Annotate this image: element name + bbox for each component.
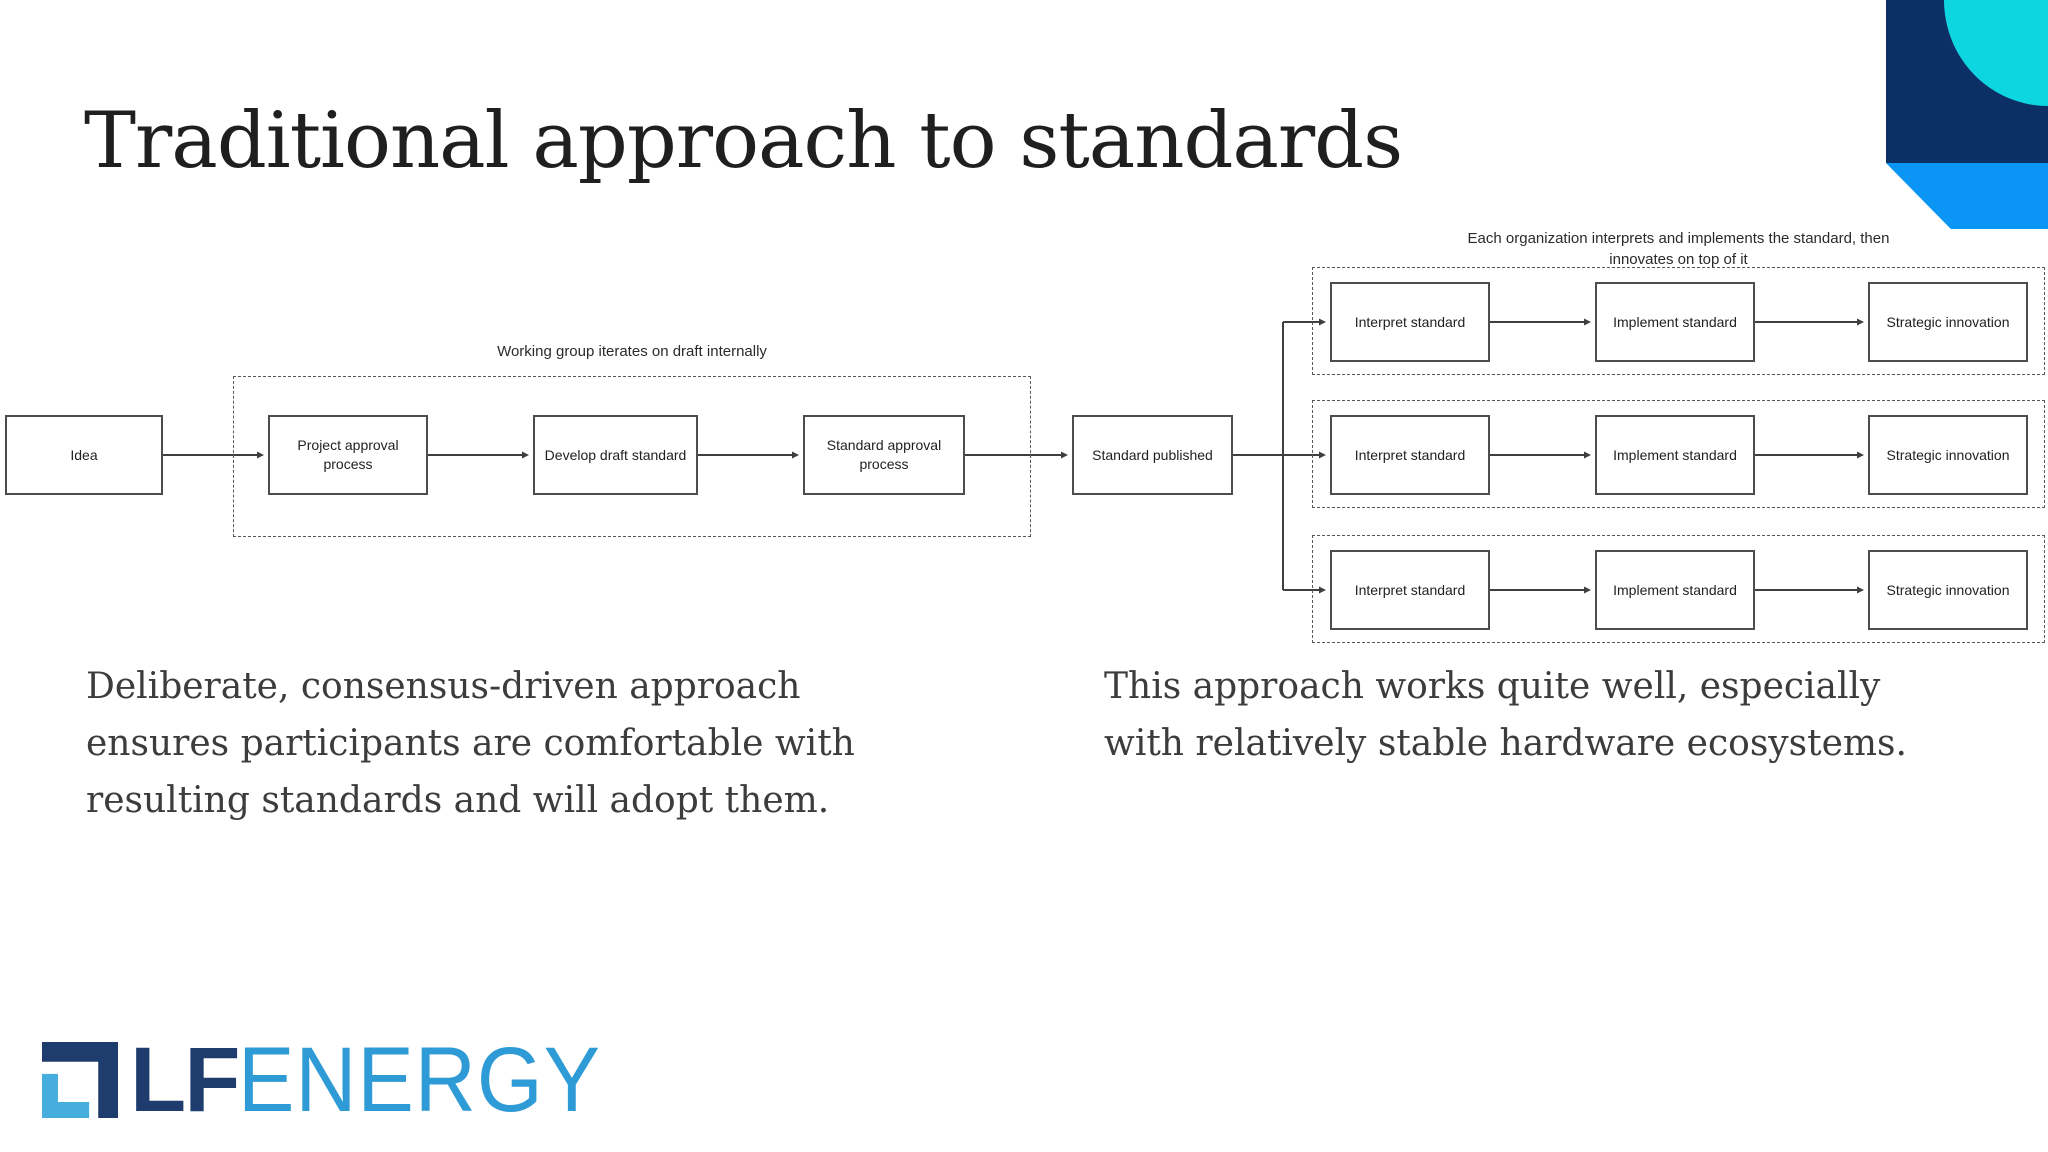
right-note: This approach works quite well, especial…: [1104, 658, 2004, 772]
organization-row-dashed-box: [1312, 535, 2045, 643]
organization-row-dashed-box: [1312, 267, 2045, 375]
flow-box-strategic-innovation: Strategic innovation: [1868, 550, 2028, 630]
flow-box-project-approval: Project approval process: [268, 415, 428, 495]
flow-box-standard-published: Standard published: [1072, 415, 1233, 495]
page-title: Traditional approach to standards: [84, 96, 1403, 186]
flow-box-implement-standard: Implement standard: [1595, 415, 1755, 495]
left-note-line: ensures participants are comfortable wit…: [86, 723, 855, 764]
flow-box-idea: Idea: [5, 415, 163, 495]
right-note-line: This approach works quite well, especial…: [1104, 666, 1881, 707]
flow-box-interpret-standard: Interpret standard: [1330, 415, 1490, 495]
standards-process-flow-diagram: Working group iterates on draft internal…: [5, 228, 2045, 643]
organization-label-line1: Each organization interprets and impleme…: [1467, 230, 1890, 247]
organization-label: Each organization interprets and impleme…: [1312, 228, 2045, 270]
lf-energy-logo: LF ENERGY: [42, 1034, 633, 1126]
right-note-line: with relatively stable hardware ecosyste…: [1104, 723, 1907, 764]
flow-box-interpret-standard: Interpret standard: [1330, 550, 1490, 630]
logo-lf-text: LF: [130, 1029, 240, 1131]
working-group-dashed-box: [233, 376, 1031, 537]
flow-box-implement-standard: Implement standard: [1595, 282, 1755, 362]
logo-energy-text: ENERGY: [238, 1029, 602, 1131]
flow-box-strategic-innovation: Strategic innovation: [1868, 282, 2028, 362]
flow-box-strategic-innovation: Strategic innovation: [1868, 415, 2028, 495]
organization-label-line2: innovates on top of it: [1609, 251, 1748, 268]
left-note-line: Deliberate, consensus-driven approach: [86, 666, 801, 707]
flow-box-standard-approval: Standard approval process: [803, 415, 965, 495]
organization-row-dashed-box: [1312, 400, 2045, 508]
flow-box-implement-standard: Implement standard: [1595, 550, 1755, 630]
flow-box-interpret-standard: Interpret standard: [1330, 282, 1490, 362]
lf-energy-logo-icon: [42, 1042, 118, 1118]
flow-box-develop-draft: Develop draft standard: [533, 415, 698, 495]
left-note-line: resulting standards and will adopt them.: [86, 780, 830, 821]
working-group-label: Working group iterates on draft internal…: [497, 343, 767, 360]
left-note: Deliberate, consensus-driven approach en…: [86, 658, 946, 829]
